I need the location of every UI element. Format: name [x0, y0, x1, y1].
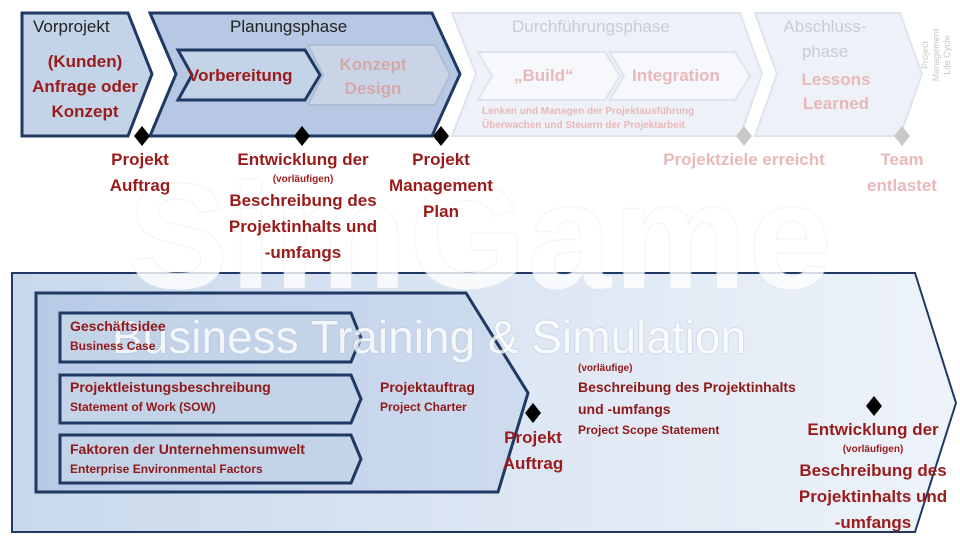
milestone-scope-rest-3: -umfangs	[264, 243, 342, 262]
konzept-design-chevron	[306, 44, 452, 106]
milestone-plan-3: Plan	[423, 202, 459, 221]
input-eef-de: Faktoren der Unternehmensumwelt	[70, 441, 305, 457]
design-label: Design	[344, 79, 402, 98]
build-chevron	[476, 51, 622, 101]
milestone-diamond-ziele	[736, 126, 752, 146]
lower-auftrag-1: Projekt	[504, 428, 562, 447]
milestone-auftrag-2: Auftrag	[109, 176, 171, 195]
milestone-plan-1: Projekt	[412, 150, 470, 169]
watermark-simgame: SimGame	[128, 152, 834, 320]
learned-label: Learned	[802, 94, 870, 113]
vorprojekt-content-3: Konzept	[51, 102, 119, 121]
scope-statement-en: Project Scope Statement	[578, 423, 720, 437]
milestone-diamond-auftrag	[134, 126, 150, 146]
scope-statement-line2: und -umfangs	[578, 401, 671, 417]
build-label: „Build“	[514, 66, 574, 85]
planungsphase-title: Planungsphase	[230, 17, 348, 36]
milestone-team-1: Team	[880, 150, 924, 169]
lower-scope-rest-1: Beschreibung des	[799, 461, 947, 480]
abschluss-title-2: phase	[801, 42, 849, 61]
konzept-label: Konzept	[339, 55, 407, 74]
input-box-business-case	[58, 311, 363, 364]
input-eef-en: Enterprise Environmental Factors	[70, 462, 263, 476]
input-sow-de: Projektleistungsbeschreibung	[70, 379, 271, 395]
lifecycle-label: Project Management Life Cycle	[920, 22, 954, 88]
lower-scope-rest-3: -umfangs	[834, 513, 912, 532]
lower-diamond-scope	[866, 396, 882, 416]
milestone-plan-2: Management	[389, 176, 493, 195]
milestone-scope-rest-2: Projektinhalts und	[228, 217, 378, 236]
input-business-case-de: Geschäftsidee	[70, 318, 166, 334]
milestone-diamond-team	[894, 126, 910, 146]
scope-statement-line1: Beschreibung des Projektinhalts	[578, 379, 796, 395]
charter-de: Projektauftrag	[380, 379, 475, 395]
vorbereitung-label: Vorbereitung	[188, 66, 293, 85]
lower-scope-top: Entwicklung der	[807, 420, 939, 439]
charter-en: Project Charter	[380, 400, 467, 414]
lifecycle-line-1: Project	[920, 41, 930, 70]
lower-auftrag-2: Auftrag	[502, 454, 564, 473]
vorprojekt-title: Vorprojekt	[33, 17, 110, 36]
milestone-scope-small: (vorläufigen)	[272, 174, 334, 185]
lower-scope-small: (vorläufigen)	[842, 444, 904, 455]
milestone-diamond-plan	[433, 126, 449, 146]
integration-label: Integration	[632, 66, 720, 85]
integration-chevron	[608, 51, 752, 101]
milestone-diamond-scope	[294, 126, 310, 146]
lower-scope-rest-2: Projektinhalts und	[798, 487, 948, 506]
lifecycle-line-3: Life Cycle	[942, 35, 952, 75]
abschluss-title-1: Abschluss-	[783, 17, 867, 36]
input-box-eef	[58, 433, 363, 485]
durchfuehrung-note-2: Überwachen und Steuern der Projektarbeit	[482, 120, 685, 131]
vorbereitung-chevron	[175, 48, 322, 102]
milestone-auftrag-1: Projekt	[111, 150, 169, 169]
durchfuehrung-title: Durchführungsphase	[512, 17, 670, 36]
input-business-case-en: Business Case	[70, 339, 156, 353]
input-box-sow	[58, 373, 363, 425]
milestone-scope-rest-1: Beschreibung des	[229, 191, 377, 210]
lower-diamond-auftrag	[525, 403, 541, 423]
milestone-ziele: Projektziele erreicht	[663, 150, 825, 169]
watermark-subtitle: Business Training & Simulation	[112, 311, 747, 363]
vorprojekt-content-2: Anfrage oder	[32, 77, 138, 96]
lifecycle-line-2: Management	[931, 28, 941, 82]
vorprojekt-arrow	[20, 11, 154, 138]
scope-statement-small: (vorläufige)	[578, 363, 633, 374]
lessons-label: Lessons	[801, 70, 871, 89]
input-sow-en: Statement of Work (SOW)	[70, 400, 216, 414]
durchfuehrung-note-1: Lenken und Managen der Projektausführung	[482, 106, 695, 117]
milestone-scope-top: Entwicklung der	[237, 150, 369, 169]
vorprojekt-content-1: (Kunden)	[47, 52, 123, 71]
milestone-team-2: entlastet	[867, 176, 937, 195]
